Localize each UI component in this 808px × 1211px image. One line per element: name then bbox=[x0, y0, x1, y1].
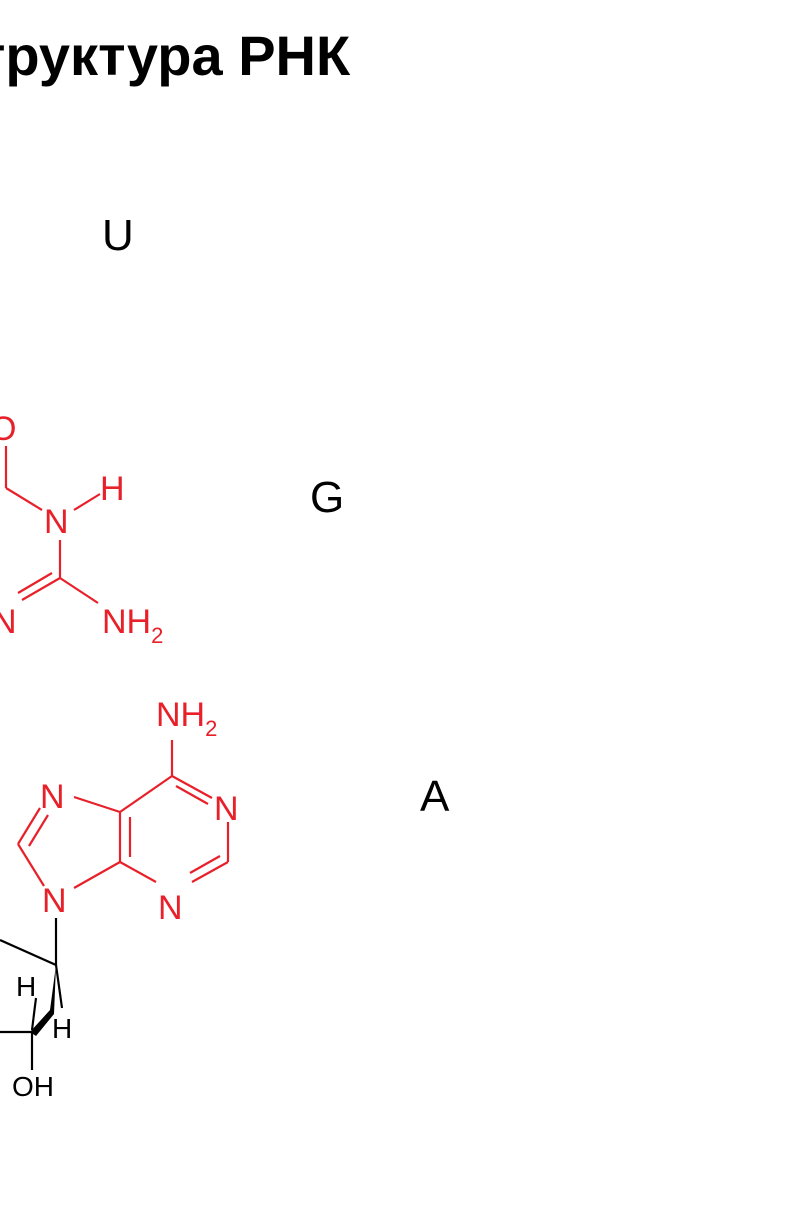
guanine-atom-nh2: NH2 bbox=[102, 603, 163, 648]
guanine-atom-o: O bbox=[0, 410, 16, 448]
guanine-bond-c2-n bbox=[21, 577, 61, 601]
guanine-structure bbox=[4, 446, 101, 604]
ribose-atom-oh: OH bbox=[12, 1071, 54, 1102]
base-label-guanine: G bbox=[310, 473, 345, 522]
ribose-atom-h2: H bbox=[52, 1013, 72, 1044]
adenine-bond-c5-n7 bbox=[73, 795, 121, 814]
base-label-uracil: U bbox=[102, 211, 134, 260]
adenine-bond-n3-c4 bbox=[119, 861, 157, 883]
page-title: труктура РНК bbox=[0, 24, 351, 87]
adenine-atom-n-bottom-left: N bbox=[42, 882, 67, 920]
guanine-atom-h: H bbox=[100, 470, 125, 508]
ribose-bond-ring-o bbox=[0, 938, 57, 967]
adenine-bond-c2-n3 bbox=[191, 861, 229, 883]
ribose-structure bbox=[0, 918, 64, 1070]
guanine-atom-n-ring: N bbox=[0, 603, 17, 641]
adenine-bond-c2-n3-double bbox=[189, 855, 221, 874]
guanine-atom-n-h: N bbox=[44, 503, 69, 541]
adenine-bond-c5-c6 bbox=[119, 775, 173, 813]
adenine-bond-n7-c8 bbox=[17, 807, 41, 845]
ribose-wedge-c1-c2 bbox=[30, 965, 56, 1036]
adenine-bond-n9-c4 bbox=[73, 861, 121, 889]
adenine-atom-n-bottom-right: N bbox=[158, 889, 183, 927]
adenine-atom-nh2: NH2 bbox=[156, 696, 217, 741]
ribose-bond-c1-h bbox=[54, 964, 64, 1009]
adenine-bond-c6-n1-double bbox=[175, 785, 209, 805]
ribose-atom-labels: H H OH bbox=[12, 971, 72, 1102]
guanine-bond-c2-n-double bbox=[17, 572, 53, 594]
adenine-bond-c6-n1 bbox=[171, 775, 213, 799]
adenine-atom-n-right: N bbox=[214, 790, 239, 828]
ribose-atom-h1: H bbox=[16, 971, 36, 1002]
guanine-atom-labels: O H N N NH2 bbox=[0, 410, 163, 648]
guanine-bond-c2-nh2 bbox=[59, 577, 99, 604]
adenine-bond-c8-n9 bbox=[17, 843, 45, 887]
guanine-bond-n-h bbox=[73, 493, 101, 511]
ribose-bond-c2-h bbox=[30, 997, 38, 1031]
adenine-bond-n7-c8-double bbox=[28, 814, 49, 847]
adenine-atom-n-top-left: N bbox=[40, 778, 65, 816]
adenine-structure bbox=[17, 740, 230, 889]
guanine-bond-c-n bbox=[5, 487, 43, 511]
adenine-atom-labels: NH2 N N N N bbox=[40, 696, 239, 927]
base-label-adenine: A bbox=[420, 772, 450, 821]
